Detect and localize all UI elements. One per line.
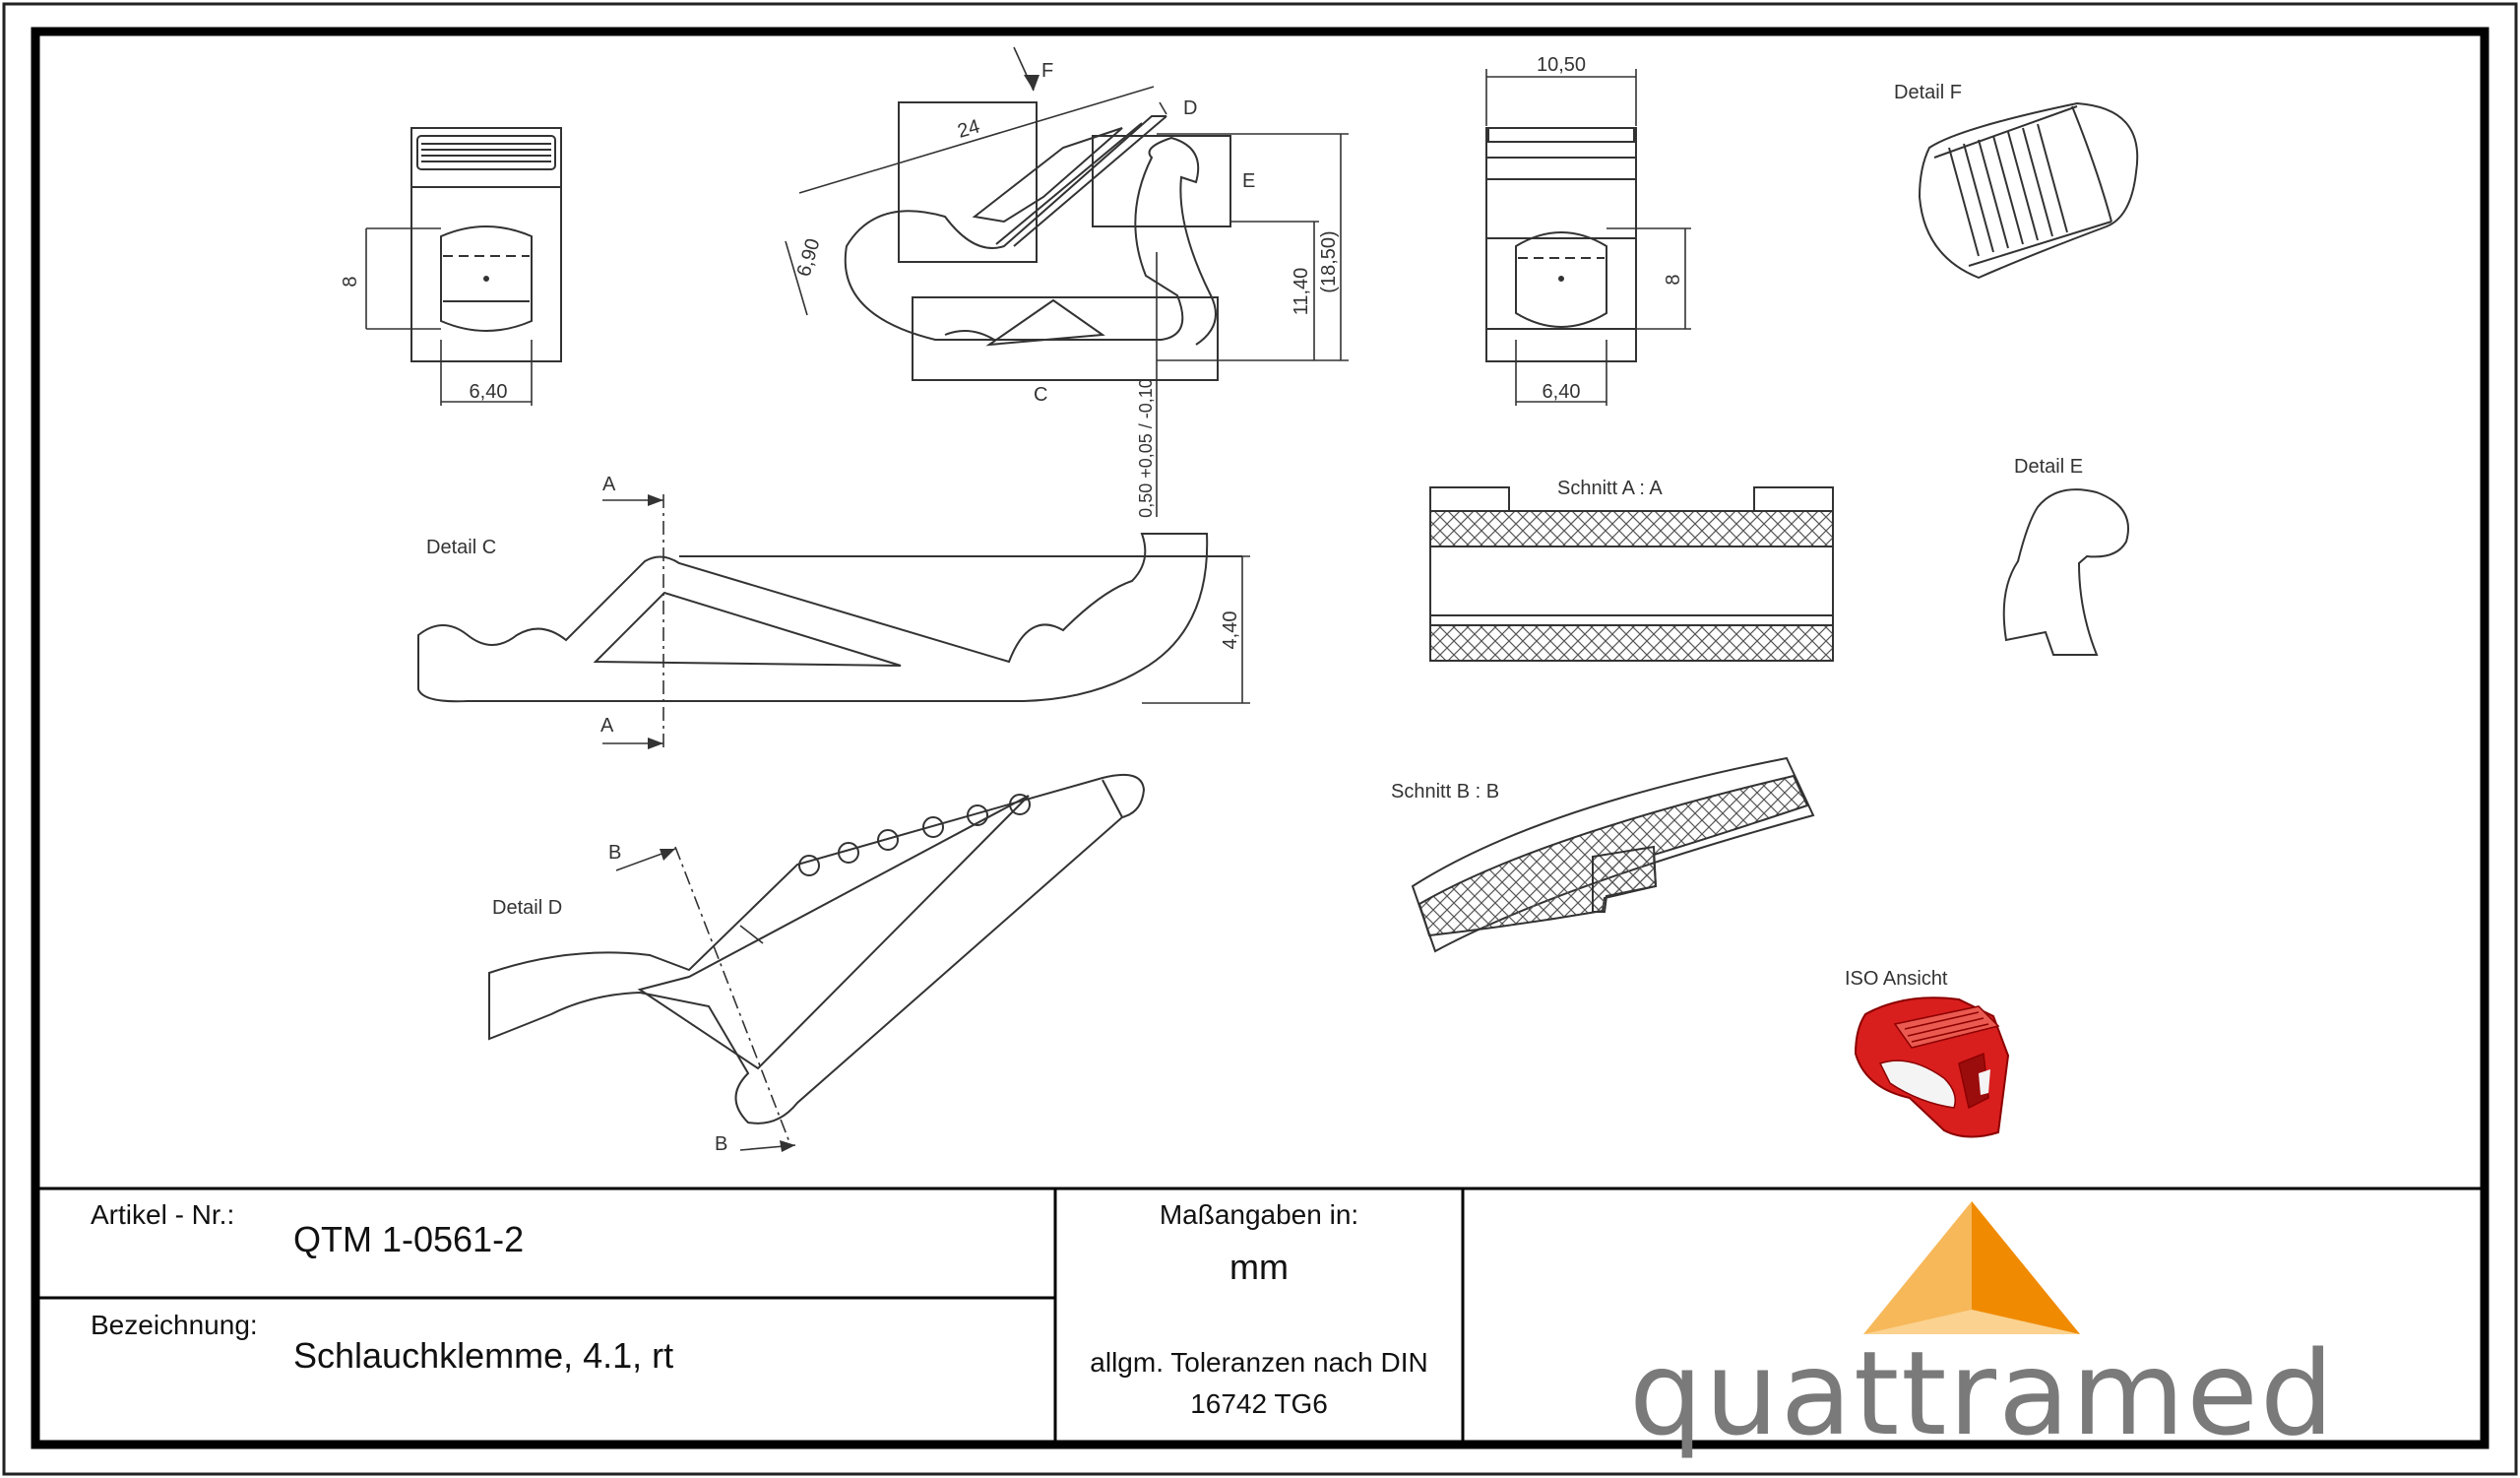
arrow-a-top — [648, 494, 663, 506]
detail-d-label: Detail D — [492, 897, 562, 919]
units-value: mm — [1229, 1247, 1289, 1287]
dim-8-left: 8 — [340, 276, 361, 287]
quattramed-wordmark: quattramed — [1629, 1325, 2336, 1461]
detail-e-view — [2002, 488, 2129, 656]
designation-value: Schlauchklemme, 4.1, rt — [293, 1335, 674, 1376]
front-view-right — [1485, 127, 1637, 362]
front-view-left — [410, 127, 562, 362]
article-number-label: Artikel - Nr.: — [91, 1199, 235, 1230]
front-view-left-dims — [365, 227, 533, 406]
dim-6-40-left: 6,40 — [470, 381, 508, 403]
dim-6-90: 6,90 — [793, 236, 825, 279]
side-profile-view — [844, 101, 1231, 381]
quattramed-logo-mark — [1863, 1201, 2080, 1334]
units-label: Maßangaben in: — [1159, 1199, 1359, 1230]
iso-view-part — [1854, 996, 2010, 1138]
arrow-b-bottom — [780, 1140, 795, 1152]
section-bb-label: Schnitt B : B — [1391, 781, 1499, 803]
dim-10-50: 10,50 — [1537, 54, 1586, 76]
marker-b-top: B — [608, 842, 621, 864]
arrow-a-bottom — [648, 738, 663, 749]
dim-8-right: 8 — [1663, 274, 1684, 285]
detail-f-label: Detail F — [1894, 82, 1962, 103]
iso-label: ISO Ansicht — [1845, 968, 1948, 990]
marker-e: E — [1242, 170, 1255, 192]
dim-6-40-right: 6,40 — [1543, 381, 1581, 403]
detail-c-label: Detail C — [426, 537, 496, 558]
marker-b-bottom: B — [715, 1133, 727, 1155]
marker-a-top: A — [602, 474, 616, 495]
marker-f: F — [1041, 60, 1053, 82]
detail-e-label: Detail E — [2014, 456, 2083, 478]
detail-f-view — [1918, 101, 2139, 280]
designation-label: Bezeichnung: — [91, 1310, 258, 1340]
tolerance-line-2: 16742 TG6 — [1190, 1388, 1328, 1419]
marker-d: D — [1183, 97, 1197, 119]
dim-4-40: 4,40 — [1220, 611, 1241, 650]
arrow-f — [1024, 75, 1040, 91]
section-bb-view — [1411, 756, 1815, 953]
section-aa-label: Schnitt A : A — [1557, 478, 1663, 499]
detail-c-view — [417, 533, 1242, 703]
section-aa-view — [1429, 486, 1834, 662]
arrow-b-top — [660, 849, 675, 861]
dim-18-50: (18,50) — [1318, 230, 1340, 292]
marker-c: C — [1034, 384, 1047, 406]
marker-a-bottom: A — [600, 715, 614, 737]
detail-c-dims — [602, 494, 1250, 748]
article-number-value: QTM 1-0561-2 — [293, 1219, 525, 1259]
tolerance-line-1: allgm. Toleranzen nach DIN — [1090, 1347, 1428, 1378]
title-block-grid — [35, 1187, 2485, 1445]
dim-gap: 0,50 +0,05 / -0,10 — [1136, 378, 1156, 518]
front-view-right-dims — [1485, 69, 1691, 406]
dim-11-40: 11,40 — [1291, 268, 1312, 316]
inner-frame — [31, 27, 2489, 1449]
detail-d-view — [488, 774, 1146, 1125]
side-profile-dims — [785, 46, 1349, 517]
